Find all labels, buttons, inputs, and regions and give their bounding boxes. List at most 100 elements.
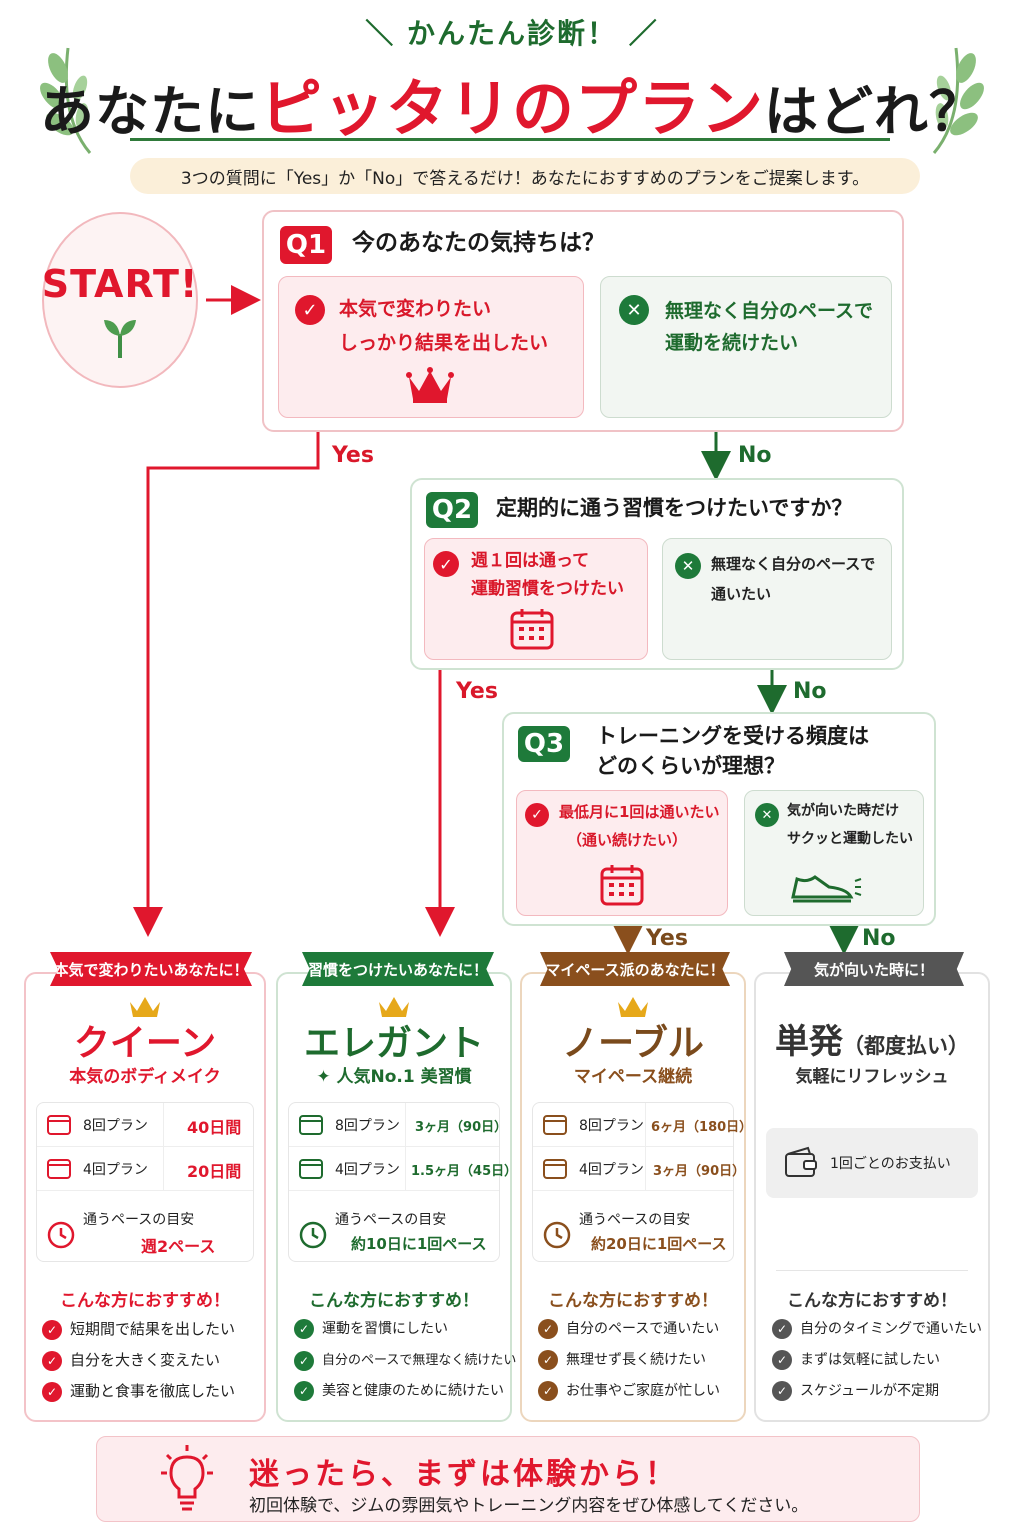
table-row: 8回プラン 6ヶ月（180日） [533, 1103, 752, 1147]
plan-subtitle: ✦ 人気No.1 美習慣 [316, 1067, 472, 1087]
plan-ribbon-elegant: 習慣をつけたいあなたに！ [302, 952, 494, 986]
q1-panel: Q1 今のあなたの気持ちは？ ✓ 本気で変わりたい しっかり結果を出したい ✕ … [262, 210, 904, 432]
check-icon: ✓ [294, 1350, 314, 1371]
plan-row-value: 20日間 [187, 1162, 242, 1181]
q3-question-line1: トレーニングを受ける頻度は [596, 724, 869, 748]
rec-title: こんな方におすすめ！ [309, 1291, 479, 1311]
list-item-text: 自分を大きく変えたい [70, 1351, 221, 1369]
list-item-text: 自分のペースで無理なく続けたい [322, 1353, 517, 1368]
list-item: ✓自分を大きく変えたい [42, 1349, 220, 1371]
q2-badge: Q2 [426, 492, 478, 528]
payment-box: 1回ごとのお支払い [766, 1128, 978, 1198]
clock-icon [543, 1221, 571, 1249]
q1-yes-option[interactable]: ✓ 本気で変わりたい しっかり結果を出したい [278, 276, 584, 418]
q1-badge: Q1 [280, 226, 332, 264]
crown-icon [406, 367, 454, 403]
plan-row-label: 8回プラン [83, 1118, 148, 1134]
banner-subtitle: 初回体験で、ジムの雰囲気やトレーニング内容をぜひ体感してください。 [249, 1496, 809, 1516]
title-part2: はどれ？ [764, 80, 984, 143]
sprout-icon [104, 320, 136, 358]
wallet-icon [785, 1146, 817, 1177]
q3-no-option[interactable]: ✕ 気が向いた時だけ サクッと運動したい [744, 790, 924, 916]
list-item: ✓無理せず長く続けたい [538, 1349, 706, 1370]
plan-name-wrap: 単発（都度払い） [756, 1014, 988, 1063]
plan-name: 単発 [775, 1022, 843, 1062]
check-icon: ✓ [538, 1381, 558, 1401]
list-item: ✓運動を習慣にしたい [294, 1318, 448, 1339]
plan-card-single[interactable]: 単発（都度払い） 気軽にリフレッシュ 1回ごとのお支払い こんな方におすすめ！ … [754, 972, 990, 1422]
list-item: ✓短期間で結果を出したい [42, 1318, 235, 1340]
pace-label: 通うペースの目安 [335, 1212, 447, 1228]
q2-yes-label: Yes [456, 679, 498, 704]
q1-yes-label: Yes [332, 443, 374, 468]
plan-row-label: 8回プラン [579, 1118, 644, 1134]
subtitle-text: 3つの質問に「Yes」か「No」で答えるだけ！あなたにおすすめのプランをご提案し… [130, 158, 920, 194]
pace-value: 週2ペース [141, 1237, 216, 1256]
cross-icon: ✕ [675, 553, 701, 579]
plan-table: 8回プラン 3ヶ月（90日） 4回プラン 1.5ヶ月（45日） 通うペースの目安… [288, 1102, 517, 1262]
q2-panel: Q2 定期的に通う習慣をつけたいですか？ ✓ 週１回は通って 運動習慣をつけたい… [410, 478, 904, 670]
list-item-text: スケジュールが不定期 [800, 1383, 940, 1399]
check-icon: ✓ [772, 1319, 792, 1339]
plan-row-label: 4回プラン [579, 1162, 644, 1178]
plan-row-value: 3ヶ月（90日） [653, 1164, 746, 1179]
q3-no-line2: サクッと運動したい [787, 831, 913, 847]
title-part1: あなたに [39, 80, 260, 143]
page-title: あなたにピッタリのプランはどれ？ [0, 58, 1024, 148]
list-item: ✓ 運動と食事を徹底したい [42, 1380, 235, 1402]
clock-icon [47, 1221, 75, 1249]
crown-icon [130, 997, 160, 1017]
list-item: ✓自分のペースで通いたい [538, 1318, 719, 1339]
rec-title: こんな方におすすめ！ [60, 1291, 230, 1311]
calendar-icon [299, 1159, 323, 1179]
banner-title: 迷ったら、まずは体験から！ [249, 1457, 678, 1492]
divider [776, 1270, 968, 1271]
q2-yes-option[interactable]: ✓ 週１回は通って 運動習慣をつけたい [424, 538, 648, 660]
q2-yes-line2: 運動習慣をつけたい [471, 579, 624, 599]
clock-icon [299, 1221, 327, 1249]
title-accent: ピッタリのプラン [259, 72, 764, 145]
q1-no-label: No [738, 443, 772, 468]
q3-yes-option[interactable]: ✓ 最低月に1回は通いたい （通い続けたい） [516, 790, 728, 916]
plan-row-value: 6ヶ月（180日） [651, 1120, 753, 1135]
plan-name: エレガント [303, 1023, 484, 1064]
list-item-text: 短期間で結果を出したい [70, 1320, 236, 1338]
table-row: 4回プラン 3ヶ月（90日） [533, 1147, 745, 1191]
table-row: 4回プラン 1.5ヶ月（45日） [289, 1147, 517, 1191]
check-icon: ✓ [538, 1350, 558, 1370]
list-item-text: 運動を習慣にしたい [322, 1321, 448, 1337]
plan-subtitle: 本気のボディメイク [69, 1067, 221, 1087]
check-icon: ✓ [42, 1381, 62, 1402]
plan-ribbon-noble: マイペース派のあなたに！ [540, 952, 730, 986]
plan-card-elegant[interactable]: エレガント ✦ 人気No.1 美習慣 8回プラン 3ヶ月（90日） 4回プラン … [276, 972, 517, 1422]
rec-title: こんな方におすすめ！ [548, 1291, 718, 1311]
q3-no-label: No [862, 926, 896, 951]
q2-no-option[interactable]: ✕ 無理なく自分のペースで 通いたい [662, 538, 892, 660]
plan-card-queen[interactable]: クイーン 本気のボディメイク 8回プラン 40日間 4回プラン 20日間 通うペ… [24, 972, 266, 1422]
crown-icon [618, 997, 648, 1017]
q1-no-option[interactable]: ✕ 無理なく自分のペースで 運動を続けたい [600, 276, 892, 418]
table-row: 8回プラン 3ヶ月（90日） [289, 1103, 507, 1147]
q2-no-label: No [793, 679, 827, 704]
pace-label: 通うペースの目安 [579, 1212, 691, 1228]
q3-yes-line2: （通い続けたい） [567, 831, 688, 849]
plan-row-label: 4回プラン [83, 1162, 148, 1178]
calendar-icon [47, 1115, 71, 1135]
list-item: ✓まずは気軽に試したい [772, 1349, 940, 1370]
plan-card-noble[interactable]: ノーブル マイペース継続 8回プラン 6ヶ月（180日） 4回プラン 3ヶ月（9… [520, 972, 752, 1422]
trial-banner[interactable]: 迷ったら、まずは体験から！ 初回体験で、ジムの雰囲気やトレーニング内容をぜひ体感… [96, 1436, 920, 1522]
calendar-icon [543, 1159, 567, 1179]
kicker-text: ＼ かんたん診断！ ／ [365, 17, 659, 50]
list-item: ✓スケジュールが不定期 [772, 1380, 939, 1401]
plan-name: ノーブル [562, 1023, 704, 1064]
cross-icon: ✕ [619, 295, 649, 325]
q3-no-line1: 気が向いた時だけ [787, 803, 899, 819]
plan-subtitle: マイペース継続 [573, 1067, 693, 1087]
q1-no-line2: 運動を続けたい [665, 332, 799, 354]
lightbulb-icon [161, 1445, 213, 1511]
q2-no-line1: 無理なく自分のペースで [711, 555, 876, 573]
q3-yes-label: Yes [646, 926, 688, 951]
table-row: 8回プラン 40日間 [37, 1103, 253, 1147]
list-item-text: 運動と食事を徹底したい [70, 1382, 236, 1400]
list-item: ✓ 自分のペースで無理なく続けたい [294, 1349, 516, 1371]
